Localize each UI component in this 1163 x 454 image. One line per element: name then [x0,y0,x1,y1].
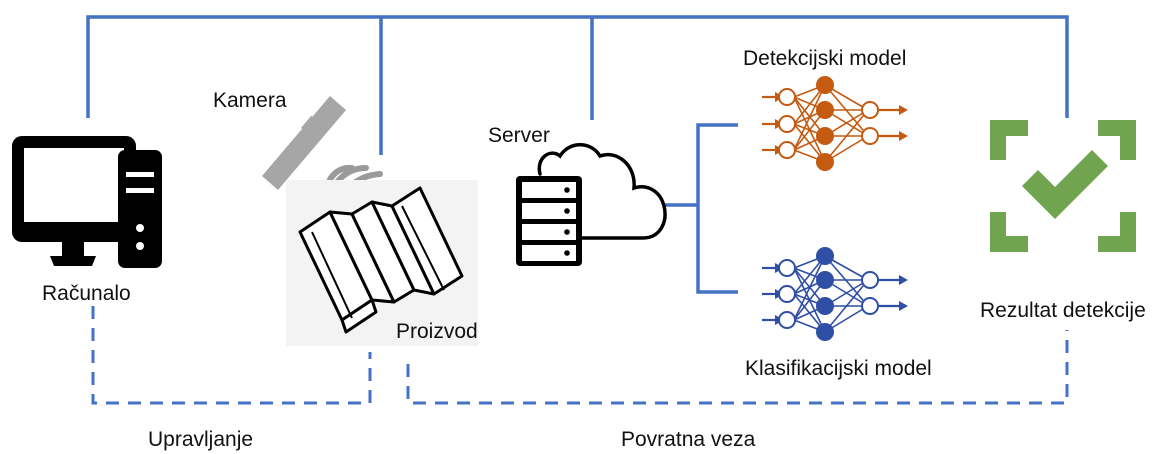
control-label: Upravljanje [148,428,253,451]
camera-label: Kamera [213,89,287,112]
server-label: Server [488,124,550,147]
control-loop [91,306,372,405]
top-connector [86,15,1069,155]
feedback-loop [406,330,1069,405]
classification-model-label: Klasifikacijski model [745,357,932,380]
cloud-icon [537,143,667,240]
feedback-label: Povratna veza [621,428,756,451]
product-label: Proizvod [396,320,478,343]
detection-neural-network [762,76,908,171]
checkmark-frame-icon [990,120,1136,252]
corrugated-sheet-icon [286,180,478,346]
server-rack-icon [516,176,582,266]
model-branch-connector [665,123,738,294]
result-label: Rezultat detekcije [980,299,1146,322]
computer-label: Računalo [42,282,131,305]
desktop-computer-icon [12,136,162,268]
detection-model-label: Detekcijski model [743,47,906,70]
classification-neural-network [762,247,908,341]
